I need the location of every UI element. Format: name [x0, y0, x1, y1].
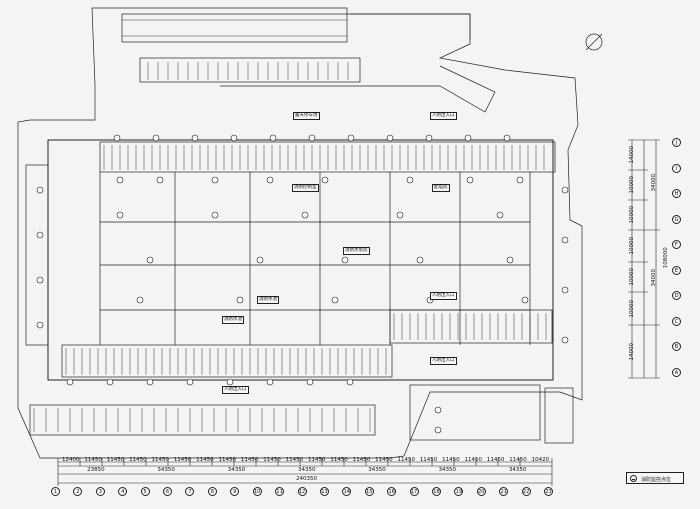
dimension-value: 11450: [173, 457, 192, 463]
dimension-value: 11450: [151, 457, 169, 463]
dimension-value: 14000: [629, 146, 635, 164]
grid-bubble-x: 22: [521, 487, 531, 496]
grid-bubble-x: 20: [476, 487, 486, 496]
legend-label: 消防监控点位: [641, 477, 672, 483]
dimension-value: 11450: [509, 457, 527, 463]
room-label: 消防水泵房: [343, 247, 370, 255]
circle-bar-icon: [630, 475, 637, 482]
grid-bubble-x: 6: [163, 487, 173, 496]
grid-bubble-x: 18: [431, 487, 441, 496]
grid-bubble-x: 1: [51, 487, 60, 496]
dimension-value: 10000: [629, 299, 635, 318]
dimension-value: 11450: [308, 457, 326, 463]
room-label: 消防水池: [257, 296, 279, 304]
dimension-value: 11450: [285, 457, 304, 463]
right-dimension-line: [631, 140, 657, 378]
room-label: 消防控制室: [292, 184, 319, 192]
room-label: 人防出入口: [222, 386, 249, 394]
grid-bubble-x: 12: [297, 487, 307, 496]
dimension-value: 34350: [298, 467, 316, 473]
dimension-value: 11450: [397, 457, 415, 463]
grid-bubble-y: E: [672, 265, 681, 275]
dimension-value: 34350: [157, 467, 175, 473]
grid-bubble-y: C: [672, 316, 681, 326]
room-label: 人防出入口: [430, 292, 457, 300]
north-parking-strip: [121, 13, 348, 43]
grid-bubble-y: B: [672, 342, 681, 352]
dimension-value: 11450: [129, 457, 147, 463]
grid-bubble-y: J: [672, 138, 681, 147]
grid-bubble-y: F: [672, 240, 681, 250]
grid-bubble-x: 23: [544, 487, 553, 496]
grid-bubble-x: 11: [275, 487, 285, 496]
dimension-value: 11450: [486, 457, 505, 463]
room-label: 配电房: [432, 184, 450, 192]
grid-bubble-x: 8: [207, 487, 217, 496]
room-label: 消防水池: [222, 316, 244, 324]
grid-bubble-y: H: [672, 189, 681, 199]
grid-bubble-x: 15: [364, 487, 374, 496]
dimension-value: 11450: [218, 457, 237, 463]
dimension-value: 34350: [508, 467, 527, 473]
dimension-value: 11450: [352, 457, 371, 463]
dimension-value: 11450: [263, 457, 281, 463]
grid-bubble-x: 4: [118, 487, 128, 496]
grid-bubble-y: D: [672, 291, 681, 301]
dimension-value: 11450: [375, 457, 393, 463]
grid-bubble-x: 7: [185, 487, 195, 496]
grid-bubble-x: 3: [95, 487, 105, 496]
grid-bubble-x: 9: [230, 487, 240, 496]
grid-bubble-x: 16: [387, 487, 397, 496]
dimension-value: 11450: [240, 457, 259, 463]
dimension-value: 11450: [464, 457, 483, 463]
bottom-dimension-line: [58, 461, 552, 484]
south-parking-strip: [29, 404, 376, 436]
dimension-value: 10000: [629, 268, 635, 286]
dimension-value: 12400: [62, 457, 80, 463]
grid-bubble-x: 5: [140, 487, 150, 496]
dimension-value: 11450: [196, 457, 214, 463]
dimension-total: 240350: [296, 476, 317, 482]
dimension-value: 11450: [84, 457, 102, 463]
dimension-value: 10000: [629, 237, 635, 255]
grid-bubble-x: 14: [342, 487, 352, 496]
grid-bubble-y: A: [672, 368, 681, 377]
monitoring-points: [36, 134, 569, 434]
dimension-value: 34350: [368, 467, 386, 473]
dimension-value: 11450: [106, 457, 125, 463]
legend: 消防监控点位: [626, 472, 684, 484]
room-label: 人防出入口: [430, 112, 457, 120]
dimension-value: 14000: [629, 342, 635, 361]
grid-bubble-x: 21: [499, 487, 509, 496]
north-arrow-icon: [585, 33, 603, 51]
dimension-value: 11450: [330, 457, 348, 463]
grid-bubble-y: G: [672, 214, 681, 224]
dimension-subtotal: 34000: [651, 174, 657, 192]
dimension-value: 10000: [629, 206, 635, 224]
dimension-value: 23850: [87, 467, 105, 473]
room-label: 人防出入口: [430, 357, 457, 365]
dimension-value: 34350: [438, 467, 457, 473]
grid-bubble-x: 2: [73, 487, 83, 496]
dimension-value: 34350: [227, 467, 246, 473]
grid-bubble-y: I: [672, 163, 681, 173]
room-label: 露天停车场: [293, 112, 320, 120]
site-boundary: [17, 7, 583, 459]
dimension-value: 11450: [442, 457, 460, 463]
grid-bubble-x: 17: [409, 487, 419, 496]
grid-bubble-x: 13: [319, 487, 329, 496]
dimension-value: 10420: [531, 457, 550, 463]
grid-bubble-x: 19: [454, 487, 464, 496]
dimension-subtotal: 34000: [651, 269, 657, 287]
dimension-value: 11450: [419, 457, 438, 463]
dimension-value: 10000: [629, 176, 635, 194]
main-building-outline: [47, 139, 554, 381]
grid-bubble-x: 10: [252, 487, 262, 496]
dimension-total-vertical: 108000: [662, 247, 669, 269]
